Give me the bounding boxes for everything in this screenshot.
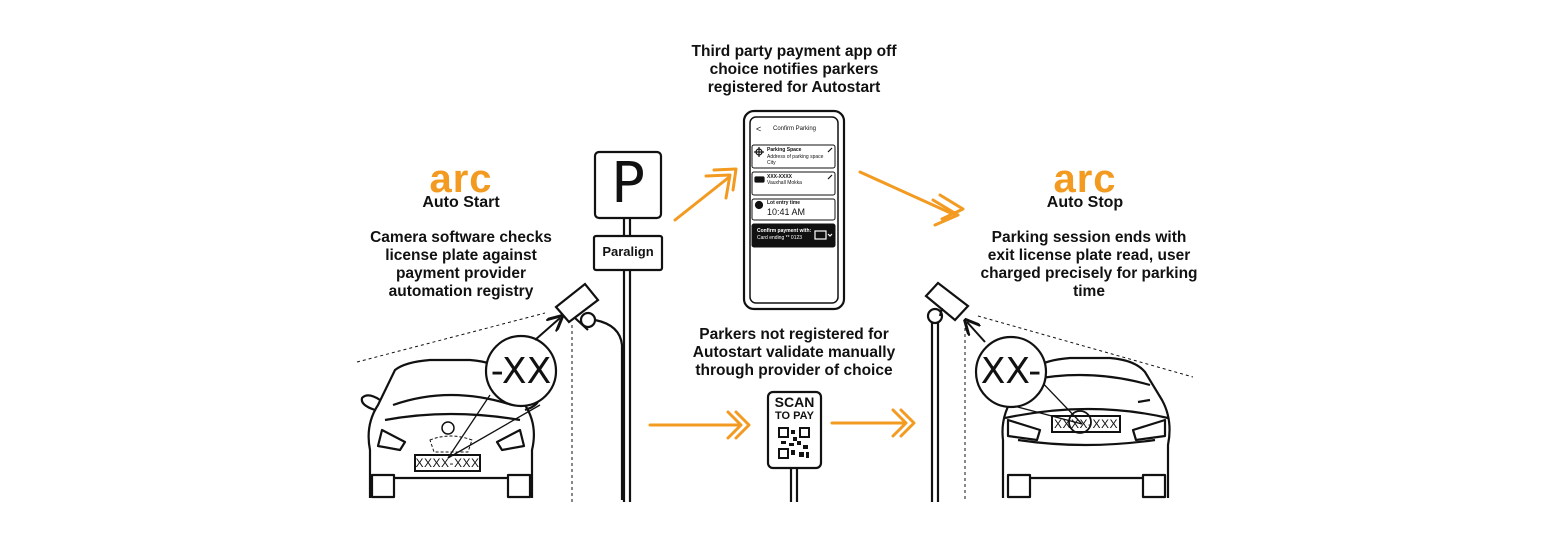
top-caption: Third party payment app off choice notif… [691, 43, 897, 96]
right-title: Auto Stop [1046, 194, 1124, 211]
phone-entry-label: Lot entry time [767, 200, 801, 206]
phone-space-label: Parking Space [767, 147, 802, 153]
phone-back-button[interactable]: < [756, 124, 762, 134]
car-rear-icon [1001, 356, 1171, 499]
magnifier-icon [441, 318, 560, 459]
phone-icon [742, 109, 846, 311]
scan-text: SCAN [774, 394, 815, 410]
pin-icon [754, 147, 764, 157]
parking-sign [592, 150, 664, 502]
left-caption: Camera software checks license plate aga… [370, 229, 552, 300]
phone-vehicle: Vauxhall Mokka [767, 180, 802, 186]
right-plate-text: XXXX-XXX [1053, 417, 1119, 431]
car-icon [754, 176, 765, 183]
phone-plate: XXX-XXXX [767, 174, 793, 180]
phone-title: Confirm Parking [773, 126, 817, 132]
phone-space-detail1: Address of parking space [767, 154, 824, 160]
phone-entry-time: 10:41 AM [767, 207, 806, 217]
brand-name: Paralign [602, 244, 654, 259]
left-magnifier-text: -XX [490, 351, 552, 392]
to-pay-text: TO PAY [775, 410, 814, 422]
right-logo: arc [1053, 157, 1117, 201]
chevron-arrow-icon [648, 167, 965, 440]
clock-icon [754, 200, 764, 210]
left-title: Auto Start [422, 194, 500, 211]
right-view-cone [964, 315, 1194, 502]
left-logo: arc [429, 157, 493, 201]
right-caption: Parking session ends with exit license p… [980, 229, 1198, 300]
phone-card: Card ending ** 0123 [757, 235, 803, 241]
card-icon [814, 230, 833, 240]
left-plate-text: XXXX-XXX [415, 456, 480, 470]
camera-icon [554, 282, 624, 500]
middle-caption: Parkers not registered for Autostart val… [692, 326, 896, 379]
right-magnifier-text: XX- [980, 351, 1042, 392]
parking-letter: P [611, 151, 645, 216]
phone-pay-label[interactable]: Confirm payment with: [757, 228, 812, 234]
left-view-cone [356, 312, 573, 502]
left-license-plate [414, 454, 481, 472]
camera-icon [924, 281, 970, 502]
qr-code-icon [778, 427, 810, 459]
magnifier-icon [967, 322, 1092, 434]
pencil-icon [827, 147, 833, 180]
phone-space-detail2: City [767, 160, 776, 166]
